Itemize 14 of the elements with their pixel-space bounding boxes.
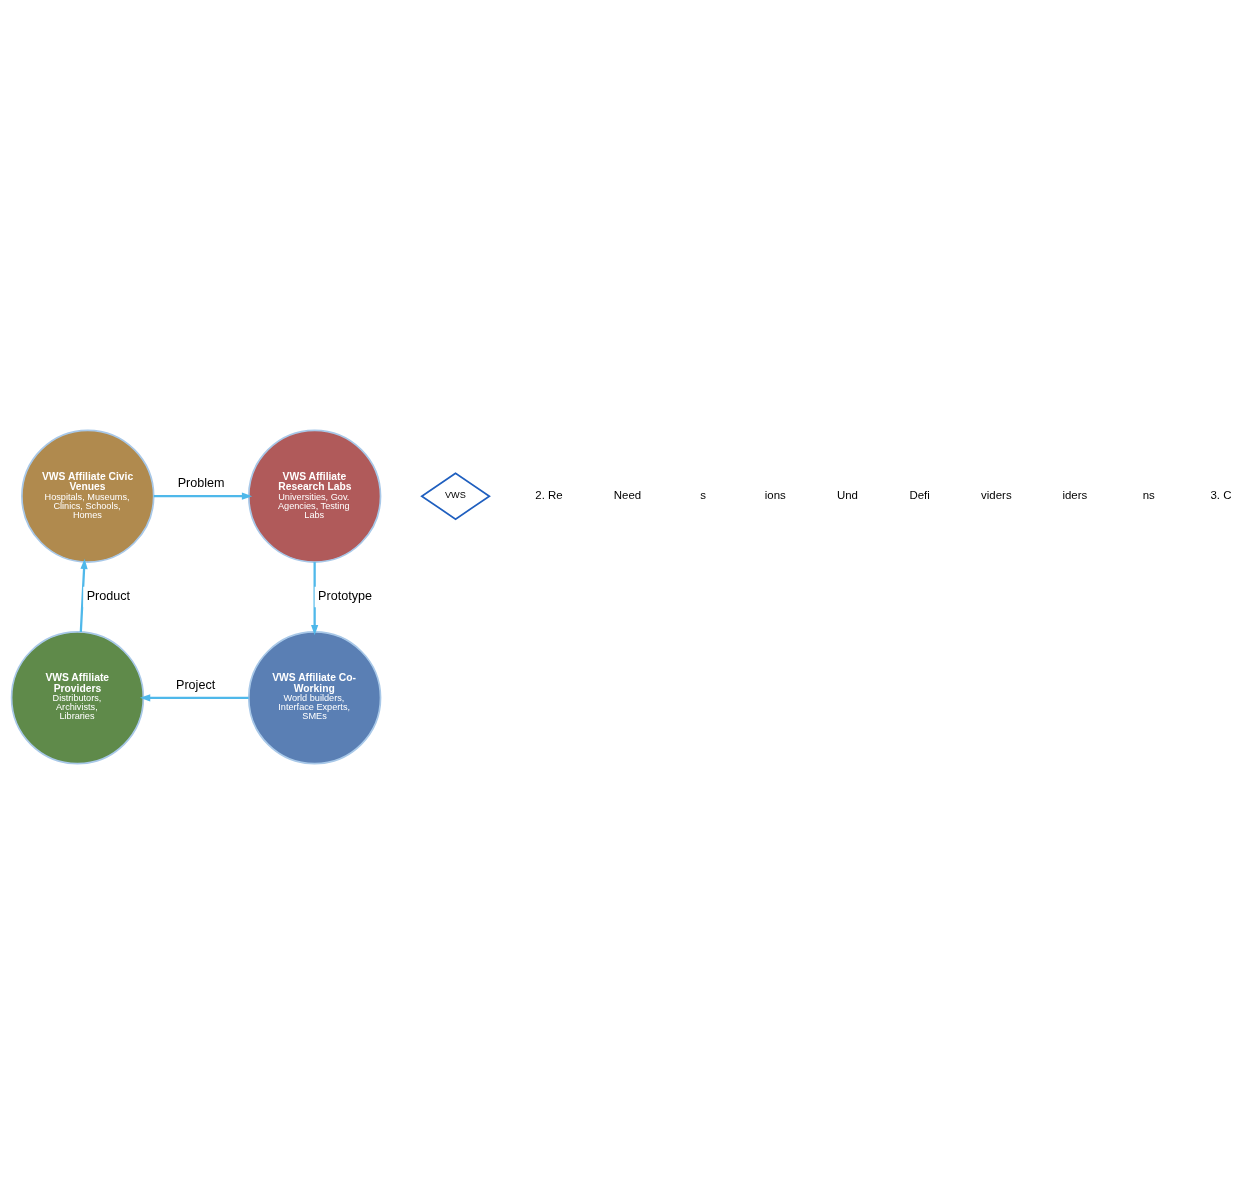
label: Und — [836, 488, 858, 501]
label: Defi — [909, 488, 930, 501]
label: 2. Re — [535, 488, 563, 501]
edge-label: Problem — [177, 475, 225, 490]
label: ions — [764, 488, 786, 501]
label: s — [700, 488, 706, 501]
label: iders — [1062, 488, 1088, 501]
edge-label: Project — [176, 677, 216, 692]
label: ns — [1142, 488, 1155, 501]
edge-label: Product — [86, 588, 131, 603]
label: 3. C — [1210, 488, 1232, 501]
edge-label: Prototype — [318, 588, 372, 603]
label: Need — [613, 488, 642, 501]
label: viders — [981, 488, 1012, 501]
